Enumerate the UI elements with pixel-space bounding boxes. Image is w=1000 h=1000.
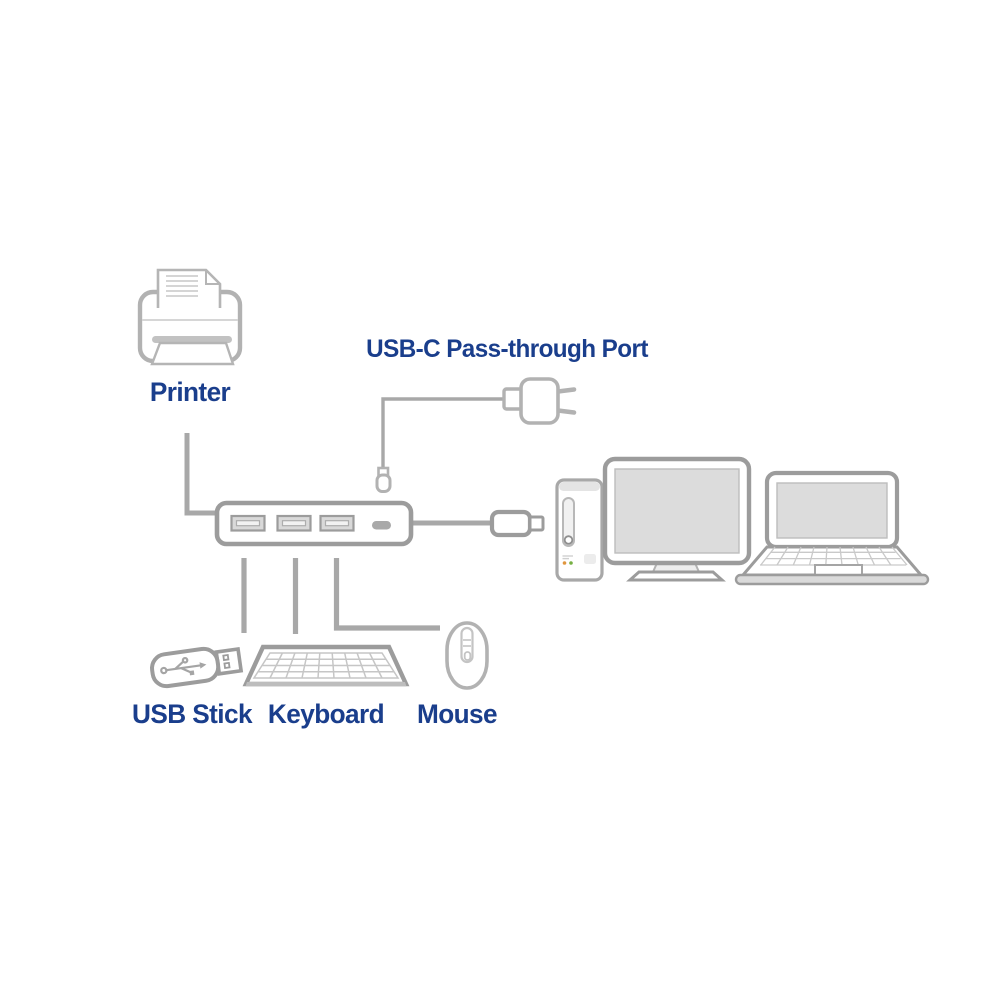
usb-port-3 bbox=[319, 514, 355, 532]
tower-led-orange bbox=[562, 561, 567, 565]
monitor-stand-base bbox=[626, 570, 726, 582]
printer-paper-text-lines bbox=[166, 275, 198, 297]
usb-trident-symbol bbox=[160, 656, 207, 676]
usb-port-2 bbox=[276, 514, 312, 532]
monitor-screen bbox=[614, 468, 740, 554]
hub-power-button bbox=[372, 521, 391, 530]
tower-brand-text bbox=[562, 555, 573, 560]
desktop-tower-icon bbox=[555, 478, 604, 582]
usb-stick-icon bbox=[150, 646, 244, 689]
mouse-scroll-wheel bbox=[460, 626, 474, 664]
printer-output-sheet bbox=[150, 341, 235, 366]
printer-icon bbox=[137, 268, 243, 366]
tower-top-cap bbox=[559, 482, 600, 491]
keyboard-front-edge bbox=[245, 682, 407, 687]
cable-printer-to-hub bbox=[184, 433, 221, 516]
passthrough-port-label: USB-C Pass-through Port bbox=[366, 335, 648, 363]
keyboard-key-grid bbox=[252, 652, 400, 679]
mouse-label: Mouse bbox=[416, 699, 498, 729]
usb-hub-icon bbox=[214, 500, 414, 547]
printer-output-slot bbox=[152, 336, 232, 343]
usb-stick-connector bbox=[214, 646, 244, 676]
laptop-icon bbox=[734, 470, 930, 586]
keyboard-icon bbox=[242, 644, 410, 687]
laptop-trackpad bbox=[814, 564, 863, 576]
tower-led-green bbox=[569, 561, 573, 565]
tower-drive-slot bbox=[562, 497, 575, 547]
plug-body bbox=[519, 377, 560, 425]
plug-prong-top bbox=[555, 387, 577, 394]
tower-power-button bbox=[563, 535, 574, 545]
usbc-connector-icon bbox=[489, 509, 545, 538]
cable-port3-to-mouse bbox=[333, 558, 440, 631]
keyboard-label: Keyboard bbox=[267, 699, 385, 729]
power-plug-icon bbox=[375, 377, 577, 493]
usbc-tip bbox=[375, 473, 392, 493]
printer-label: Printer bbox=[149, 377, 231, 407]
usb-port-1 bbox=[230, 514, 266, 532]
usb-stick-label: USB Stick bbox=[132, 699, 253, 729]
monitor-icon bbox=[602, 456, 752, 582]
laptop-screen bbox=[776, 482, 888, 539]
plug-prong-bottom bbox=[555, 408, 577, 415]
laptop-base bbox=[734, 573, 930, 586]
cable-passthrough-plug bbox=[381, 397, 504, 467]
tower-badge bbox=[584, 554, 596, 564]
mouse-icon bbox=[445, 621, 489, 690]
